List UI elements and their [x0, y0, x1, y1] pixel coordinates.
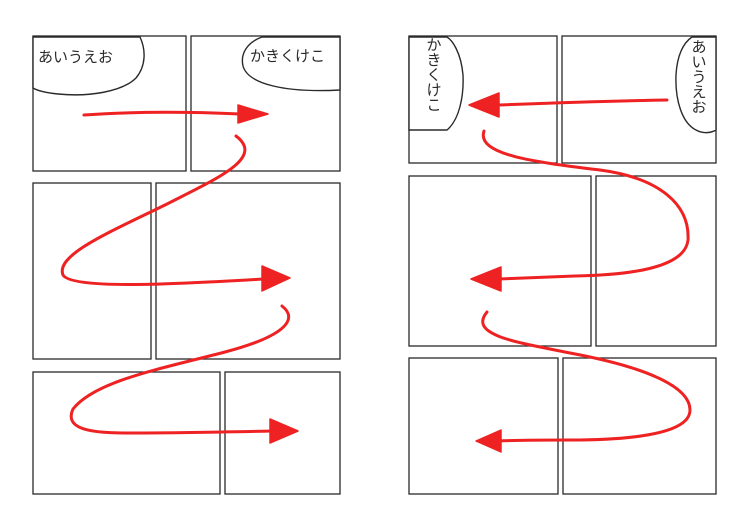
panel-middle-left: [408, 175, 592, 347]
arrowhead-3: [269, 418, 299, 444]
speech-text-left: あいうえお: [38, 48, 113, 66]
reading-flow-arrow-vertical: [481, 98, 692, 443]
speech-bubble-right: [241, 36, 341, 92]
speech-bubble-left: [32, 36, 145, 96]
panel-middle-left: [32, 182, 152, 360]
panel-bottom-left: [408, 357, 559, 495]
speech-text-left: かきくけこ: [426, 36, 441, 114]
panel-bottom-right: [562, 357, 717, 495]
svg-text:あいうえお: あいうえお: [691, 38, 706, 116]
arrowhead-3: [475, 429, 502, 453]
vertical-reading-page: あいうえお かきくけこ: [408, 35, 717, 495]
speech-text-right: あいうえお: [691, 38, 706, 116]
panel-middle-right: [595, 175, 717, 347]
arrowhead-2: [470, 266, 502, 292]
panel-middle-right: [155, 182, 341, 360]
arrowhead-1: [468, 92, 500, 118]
svg-text:かきくけこ: かきくけこ: [426, 36, 441, 114]
speech-bubble-left: [408, 36, 464, 131]
reading-flow-arrow-horizontal: [60, 110, 291, 435]
speech-bubble-right: [675, 36, 717, 134]
arrowhead-1: [237, 104, 269, 124]
arrowhead-2: [261, 265, 291, 292]
speech-text-right: かきくけこ: [250, 47, 325, 65]
horizontal-reading-page: あいうえお かきくけこ: [32, 35, 341, 495]
